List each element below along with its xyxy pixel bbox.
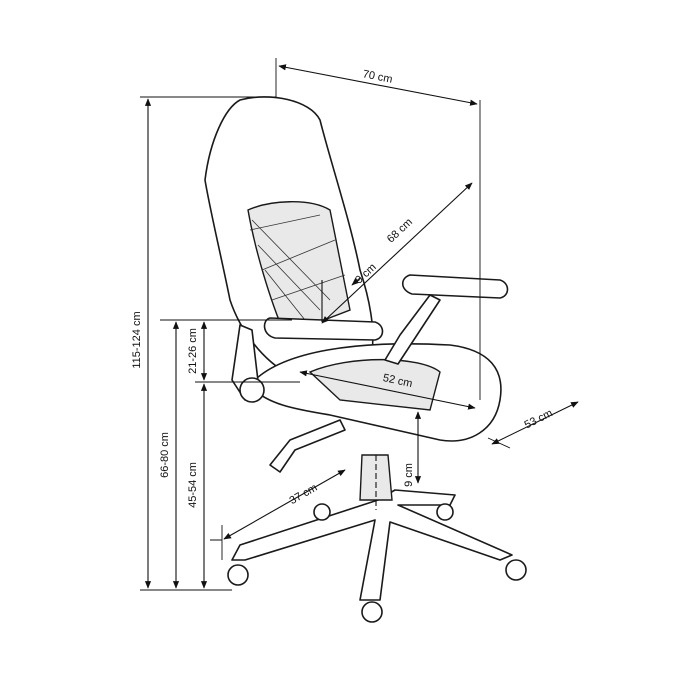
- caster: [313, 503, 331, 521]
- label-armrest-to-seat: 21-26 cm: [187, 328, 199, 374]
- dim-lumbar: [351, 277, 361, 286]
- label-seat-depth: 53 cm: [523, 407, 555, 431]
- caster: [436, 503, 454, 521]
- dim-backrest-height: [321, 182, 473, 324]
- dim-base-radius: [223, 469, 346, 540]
- dim-width: [278, 64, 478, 106]
- quilt-pattern: [249, 214, 346, 321]
- dim-seat-depth: [491, 401, 579, 445]
- caster: [361, 601, 383, 623]
- tilt-knob: [239, 377, 265, 403]
- right-armrest: [401, 274, 509, 299]
- chair-base: [231, 489, 513, 601]
- label-width: 70 cm: [362, 68, 394, 85]
- label-total-height: 115-124 cm: [131, 311, 143, 368]
- label-height-adjust: 9 cm: [403, 463, 415, 487]
- dimension-lines: [144, 64, 579, 589]
- chair-illustration: [204, 96, 527, 623]
- dim-seat-width: [299, 370, 476, 410]
- label-seat-height: 45-54 cm: [187, 462, 199, 508]
- tilt-lever: [269, 419, 346, 473]
- caster: [227, 564, 249, 586]
- label-armrest-height: 66-80 cm: [159, 432, 171, 478]
- caster: [505, 559, 527, 581]
- label-base-radius: 37 cm: [288, 482, 320, 507]
